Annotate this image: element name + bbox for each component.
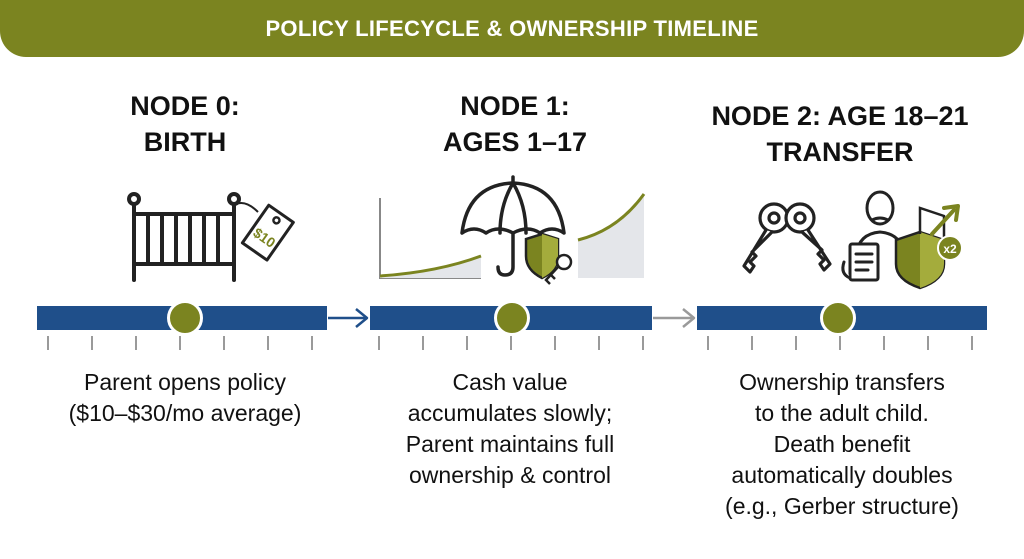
- node-1-description-line-2: accumulates slowly;: [407, 400, 613, 426]
- node-2-description-line-4: automatically doubles: [731, 462, 953, 488]
- node-0-description-line-1: Parent opens policy: [83, 369, 286, 395]
- node-1-title-line-2: AGES 1–17: [442, 127, 588, 157]
- price-tag-icon: $10: [235, 202, 295, 262]
- person-document-icon: [841, 190, 906, 282]
- header-banner: [0, 0, 1024, 57]
- umbrella-icon: [460, 175, 566, 277]
- node-2-title-line-2: TRANSFER: [766, 137, 914, 167]
- node-1-title-line-1: NODE 1:: [460, 91, 570, 121]
- node-2-description-line-2: to the adult child.: [755, 400, 929, 426]
- page-title: POLICY LIFECYCLE & OWNERSHIP TIMELINE: [265, 16, 759, 41]
- node-0-description-line-2: ($10–$30/mo average): [68, 400, 302, 426]
- node-1-description-line-3: Parent maintains full: [405, 431, 615, 457]
- node-0-marker: [167, 300, 203, 336]
- node-2-marker: [820, 300, 856, 336]
- node-1-marker: [494, 300, 530, 336]
- node-0-title: NODE 0: BIRTH: [70, 88, 300, 160]
- node-1-description-line-1: Cash value: [452, 369, 568, 395]
- node-2-title-line-1: NODE 2: AGE 18–21: [711, 101, 969, 131]
- shield-growth-icon: x2: [894, 204, 963, 290]
- growth-curve-icon: [379, 198, 482, 279]
- crib-icon: [127, 192, 241, 282]
- node-2-description-line-3: Death benefit: [773, 431, 911, 457]
- node-0-description: Parent opens policy ($10–$30/mo average): [40, 367, 330, 429]
- node-2-description-line-5: (e.g., Gerber structure): [725, 493, 959, 519]
- shield-key-icon: [524, 232, 573, 285]
- keys-icon: [742, 202, 832, 274]
- node-0-title-line-1: NODE 0:: [130, 91, 240, 121]
- node-1-title: NODE 1: AGES 1–17: [395, 88, 635, 160]
- timeline-ticks-0: [37, 336, 327, 350]
- node-1-description-line-4: ownership & control: [409, 462, 611, 488]
- node-2-description-line-1: Ownership transfers: [739, 369, 945, 395]
- timeline-ticks-2: [697, 336, 987, 350]
- arrow-right-icon-2: [653, 308, 696, 328]
- multiplier-badge-label: x2: [943, 242, 957, 256]
- arrow-right-icon: [328, 308, 369, 328]
- node-1-description: Cash value accumulates slowly; Parent ma…: [365, 367, 655, 491]
- node-0-title-line-2: BIRTH: [143, 127, 227, 157]
- timeline-ticks-1: [370, 336, 652, 350]
- node-2-title: NODE 2: AGE 18–21 TRANSFER: [690, 98, 990, 170]
- growth-curve-icon-right: [577, 193, 646, 278]
- node-2-description: Ownership transfers to the adult child. …: [692, 367, 992, 522]
